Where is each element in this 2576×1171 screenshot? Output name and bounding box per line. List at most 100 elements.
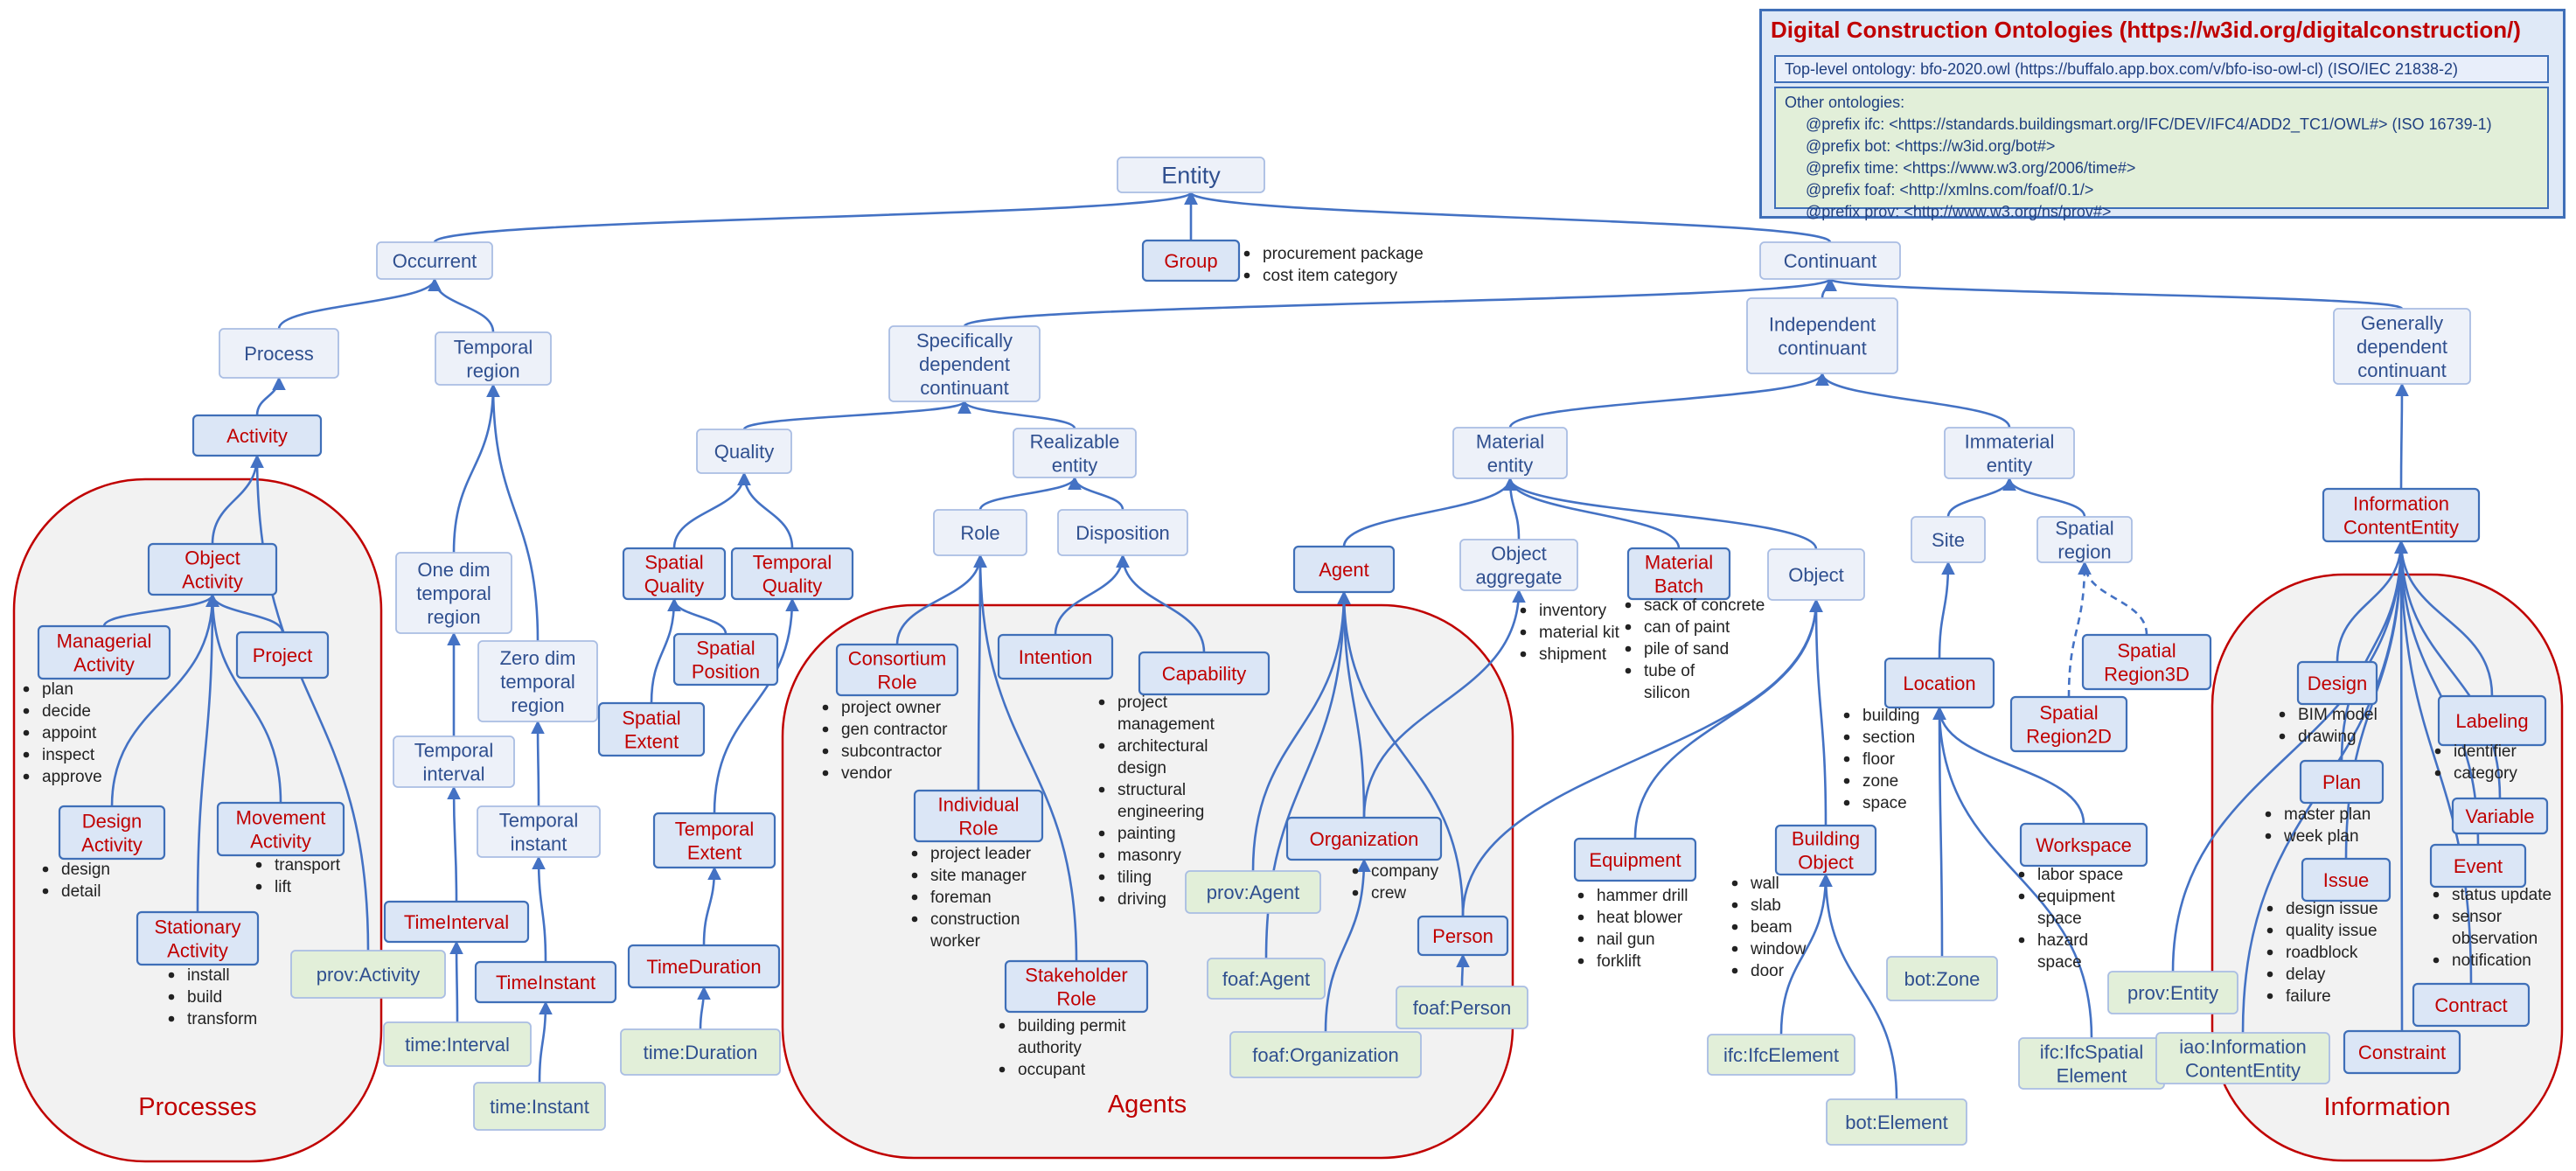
node-project-box xyxy=(235,631,330,680)
node-design-label: Design xyxy=(2308,673,2367,694)
bullet-dot xyxy=(1731,967,1738,974)
bullet-dot xyxy=(1843,734,1850,741)
node-person: Person xyxy=(1417,915,1509,957)
note-text: notification xyxy=(2452,951,2531,970)
node-capability: Capability xyxy=(1138,651,1271,696)
note-text: inspect xyxy=(42,746,95,764)
node-foaf-person-box xyxy=(1396,986,1528,1029)
note-text: drawing xyxy=(2298,728,2357,746)
note-text: equipment xyxy=(2037,888,2115,906)
edge-bot_element-to-building_object xyxy=(1819,873,1898,1100)
bullet-dot xyxy=(1098,786,1105,793)
node-ifc-element-label: ifc:IfcElement xyxy=(1723,1044,1839,1066)
bullet-dot xyxy=(1520,651,1527,658)
group-processes-label: Processes xyxy=(138,1093,256,1121)
note-text: beam xyxy=(1751,918,1793,937)
node-location: Location xyxy=(1883,657,1995,709)
edge-immaterial_entity-to-indep_cont xyxy=(1815,372,2011,429)
edge-consortium_role-to-role xyxy=(895,554,987,645)
node-spatial-extent-box xyxy=(597,701,706,757)
node-issue-label: Issue xyxy=(2323,869,2370,891)
note-text: appoint xyxy=(42,724,97,742)
note-text: roadblock xyxy=(2286,944,2358,962)
note-text: material kit xyxy=(1539,624,1620,642)
edge-spatial_quality-to-quality xyxy=(672,471,751,549)
note-text: wall xyxy=(1750,875,1779,893)
note-text: architectural xyxy=(1117,737,1208,756)
node-workspace-label: Workspace xyxy=(2036,834,2132,856)
node-process-box xyxy=(219,328,339,379)
node-labeling-label: Labeling xyxy=(2455,710,2528,732)
node-role-label: Role xyxy=(960,522,999,544)
note-text: project owner xyxy=(841,699,942,717)
node-quality: Quality xyxy=(696,429,792,474)
node-organization: Organization xyxy=(1285,816,1443,861)
node-plan-label: Plan xyxy=(2322,771,2361,793)
node-constraint: Constraint xyxy=(2343,1029,2461,1075)
bullet-dot xyxy=(1843,777,1850,784)
node-issue: Issue xyxy=(2301,857,2392,903)
node-agent-box xyxy=(1292,545,1396,594)
edge-activity-to-process xyxy=(255,376,286,416)
node-time-instant-label: time:Instant xyxy=(490,1096,589,1118)
node-foaf-agent: foaf:Agent xyxy=(1207,958,1326,1000)
node-one-dim-box xyxy=(395,552,512,634)
edge-info_content_entity-to-gen_dep xyxy=(2395,382,2409,490)
node-object-aggregate-box xyxy=(1459,539,1578,591)
node-quality-label: Quality xyxy=(714,441,774,463)
node-material-entity-box xyxy=(1452,427,1568,479)
note-text: approve xyxy=(42,768,102,786)
note-text: structural xyxy=(1117,781,1186,799)
node-foaf-person: foaf:Person xyxy=(1396,986,1528,1029)
node-immaterial-entity-box xyxy=(1944,427,2075,479)
note-text: can of paint xyxy=(1644,618,1730,637)
bullet-dot xyxy=(23,729,30,736)
node-object: Object xyxy=(1767,548,1865,601)
note-text: design xyxy=(61,861,110,879)
node-prov-entity: prov:Entity xyxy=(2107,971,2238,1014)
edge-temporal_extent-to-temporal_quality xyxy=(713,597,799,814)
node-process-label: Process xyxy=(244,343,313,365)
note-text: project leader xyxy=(930,845,1032,863)
edge-location-to-site xyxy=(1938,561,1955,659)
node-time-duration-box xyxy=(620,1028,781,1076)
bullet-dot xyxy=(999,1022,1006,1029)
node-variable: Variable xyxy=(2451,797,2549,835)
note-text: section xyxy=(1862,728,1915,747)
bullet-dot xyxy=(822,726,829,733)
note-text: painting xyxy=(1117,825,1176,843)
group-agents-label: Agents xyxy=(1108,1091,1187,1119)
bullet-dot xyxy=(2018,871,2025,878)
node-event-box xyxy=(2429,843,2527,889)
node-time-instant: time:Instant xyxy=(473,1082,606,1131)
note-text: identifier xyxy=(2454,742,2517,761)
edge-foaf_org-to-organization xyxy=(1324,858,1371,1033)
bullet-dot xyxy=(2266,971,2273,978)
edge-person-to-agent xyxy=(1337,590,1465,917)
bullet-dot xyxy=(1243,272,1250,279)
edge-object-to-material_entity xyxy=(1503,477,1818,550)
node-ifc-element: ifc:IfcElement xyxy=(1707,1034,1855,1076)
node-activity: Activity xyxy=(191,414,323,457)
node-plan: Plan xyxy=(2299,759,2385,805)
node-bot-zone-box xyxy=(1886,956,1998,1001)
node-timeduration: TimeDuration xyxy=(627,944,781,989)
node-temporal-quality-box xyxy=(730,547,854,601)
